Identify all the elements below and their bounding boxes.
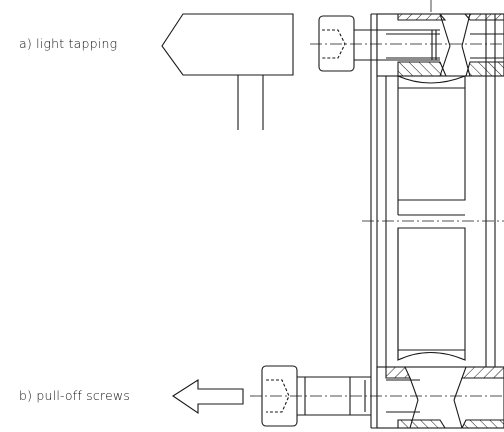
hammer-icon: [161, 13, 294, 130]
lower-hub: [376, 366, 504, 429]
label-light-tapping: a) light tapping: [19, 36, 118, 51]
pull-direction-arrow: [172, 378, 244, 415]
lower-ring-body: [397, 227, 466, 361]
center-lines: [250, 0, 504, 397]
label-pull-off-screws: b) pull-off screws: [19, 388, 131, 403]
tapping-screw: [318, 15, 440, 72]
upper-ring-body: [397, 75, 466, 216]
upper-hub: [376, 13, 504, 77]
